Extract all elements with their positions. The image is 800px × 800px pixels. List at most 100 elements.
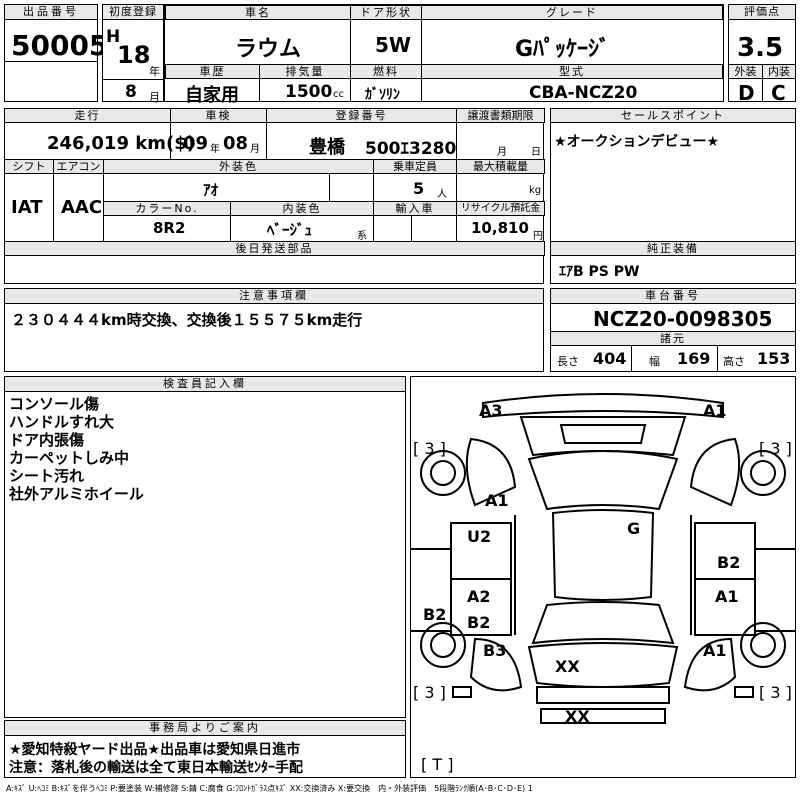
insp-month: 08	[223, 133, 249, 154]
displacement-unit: cc	[333, 89, 344, 100]
mark-g-roof: G	[627, 519, 641, 538]
car-name: ラウム	[235, 37, 302, 62]
displacement: 1500	[285, 82, 333, 102]
tire-front-right: [ 3 ]	[759, 439, 792, 458]
shift: IAT	[11, 197, 43, 218]
mark-xx-rear: XX	[565, 707, 590, 726]
tire-front-left: [ 3 ]	[413, 439, 446, 458]
car-outline	[411, 393, 795, 724]
color-no: 8R2	[153, 219, 186, 237]
grade-label: グレード	[421, 5, 723, 20]
interior-label: 内装	[762, 64, 796, 79]
inspector-line: シート汚れ	[9, 467, 85, 485]
mark-a3-top: A3	[479, 401, 503, 420]
first-reg-label: 初度登録	[103, 5, 163, 20]
import-label: 輸入車	[373, 201, 457, 216]
displacement-label: 排気量	[259, 64, 351, 79]
door-label: ドア形状	[350, 5, 422, 20]
reg-year: 18	[117, 41, 151, 69]
history-label: 車歴	[165, 64, 260, 79]
inspector-line: コンソール傷	[9, 395, 100, 413]
recycle-unit: 円	[533, 231, 543, 242]
reg-month: 8	[125, 82, 137, 102]
notes-label: 注意事項欄	[5, 289, 543, 304]
mark-a1-left: A1	[485, 491, 509, 510]
row2-grid: 走行 車検 登録番号 譲渡書類期限 246,019 km($) 09 年 08 …	[4, 108, 545, 284]
history: 自家用	[185, 85, 239, 106]
tire-rear-right: [ 3 ]	[759, 683, 792, 702]
insp-year: 09	[183, 133, 209, 154]
inspector-box: 検査員記入欄 コンソール傷 ハンドルすれ大 ドア内張傷 カーペットしみ中 シート…	[4, 376, 406, 718]
plate-city: 豊橋	[309, 137, 345, 158]
score-box: 評価点 3.5 外装 内装 D C	[728, 4, 796, 105]
notes-box: 注意事項欄 ２３０４４４km時交換、交換後１５５７５km走行	[4, 288, 544, 372]
damage-diagram: A3 A1 [ 3 ] [ 3 ] A1 G U2 B2 A2 A1 B2 B2…	[410, 376, 796, 778]
mark-a2-left: A2	[467, 587, 491, 606]
spec-label: 諸元	[550, 331, 796, 346]
notes-text: ２３０４４４km時交換、交換後１５５７５km走行	[11, 311, 363, 329]
capacity-label: 乗車定員	[373, 159, 457, 174]
capacity-unit: 人	[437, 189, 447, 200]
fuel: ｶﾞｿﾘﾝ	[365, 87, 400, 103]
inspection-label: 車検	[170, 108, 267, 123]
length: 404	[593, 349, 627, 368]
score-label: 評価点	[729, 5, 795, 20]
width: 169	[677, 349, 711, 368]
width-label: 幅	[649, 355, 660, 368]
load-label: 最大積載量	[456, 159, 545, 174]
tire-rear-left: [ 3 ]	[413, 683, 446, 702]
transfer-day-unit: 日	[531, 147, 541, 158]
office-label: 事務局よりご案内	[5, 721, 405, 736]
era: H	[106, 27, 121, 47]
exterior-label: 外装	[728, 64, 763, 79]
color-label: 外装色	[103, 159, 374, 174]
lot-number: 50005	[11, 29, 109, 62]
transfer-label: 譲渡書類期限	[456, 108, 545, 123]
chassis-box: 車台番号 NCZ20-0098305 諸元 長さ 404 幅 169 高さ 15…	[550, 288, 796, 372]
mark-b2-left-door: B2	[467, 613, 491, 632]
car-name-label: 車名	[165, 5, 351, 20]
chassis-label: 車台番号	[551, 289, 795, 304]
month-unit: 月	[149, 91, 160, 104]
first-registration-box: 初度登録 H 18 年 8 月	[102, 4, 164, 104]
recycle-fee: 10,810	[471, 219, 529, 237]
car-spec-grid: 車名 ドア形状 グレード ラウム 5W Gﾊﾟｯｹｰｼﾞ 車歴 排気量 燃料 型…	[164, 4, 724, 106]
capacity: 5	[413, 179, 425, 198]
inspector-label: 検査員記入欄	[5, 377, 405, 392]
sales-point: ★オークションデビュー★	[554, 134, 720, 150]
door-type: 5W	[375, 33, 411, 57]
color-no-label: カラーNo.	[103, 201, 231, 216]
grade: Gﾊﾟｯｹｰｼﾞ	[515, 37, 611, 62]
ac: AAC	[61, 197, 103, 218]
plate-number: 500ｴ3280	[365, 139, 457, 159]
exterior-grade: D	[738, 81, 755, 105]
mark-a1-top: A1	[703, 401, 727, 420]
model: CBA-NCZ20	[529, 83, 638, 103]
mileage-label: 走行	[4, 108, 171, 123]
interior-grade: C	[771, 81, 786, 105]
transfer-month-unit: 月	[497, 147, 507, 158]
load-unit: kg	[529, 185, 542, 196]
interior-color-label: 内装色	[230, 201, 374, 216]
mark-b3-left: B3	[483, 641, 507, 660]
mark-a1-right-rear: A1	[703, 641, 727, 660]
mark-b2-right: B2	[717, 553, 741, 572]
sales-point-box: セールスポイント ★オークションデビュー★ 純正装備 ｴｱB PS PW	[550, 108, 796, 284]
inspector-line: ハンドルすれ大	[9, 413, 115, 431]
length-label: 長さ	[557, 355, 579, 368]
ac-label: エアコン	[53, 159, 104, 174]
interior-color-unit: 系	[357, 231, 367, 242]
interior-color: ﾍﾞｰｼﾞｭ	[267, 221, 313, 239]
year-unit: 年	[149, 65, 160, 78]
mark-u2-left: U2	[467, 527, 492, 546]
inspector-line: 社外アルミホイール	[9, 485, 144, 503]
mileage: 246,019 km($)	[47, 133, 195, 154]
office-line2: 注意：落札後の輸送は全て東日本輸送ｾﾝﾀｰ手配	[9, 760, 303, 776]
mark-xx-trunk: XX	[555, 657, 580, 676]
insp-month-unit: 月	[250, 144, 260, 155]
insp-year-unit: 年	[210, 144, 220, 155]
exterior-color: ｱｵ	[203, 181, 219, 199]
shift-label: シフト	[4, 159, 54, 174]
height-label: 高さ	[723, 355, 745, 368]
score: 3.5	[737, 33, 784, 63]
